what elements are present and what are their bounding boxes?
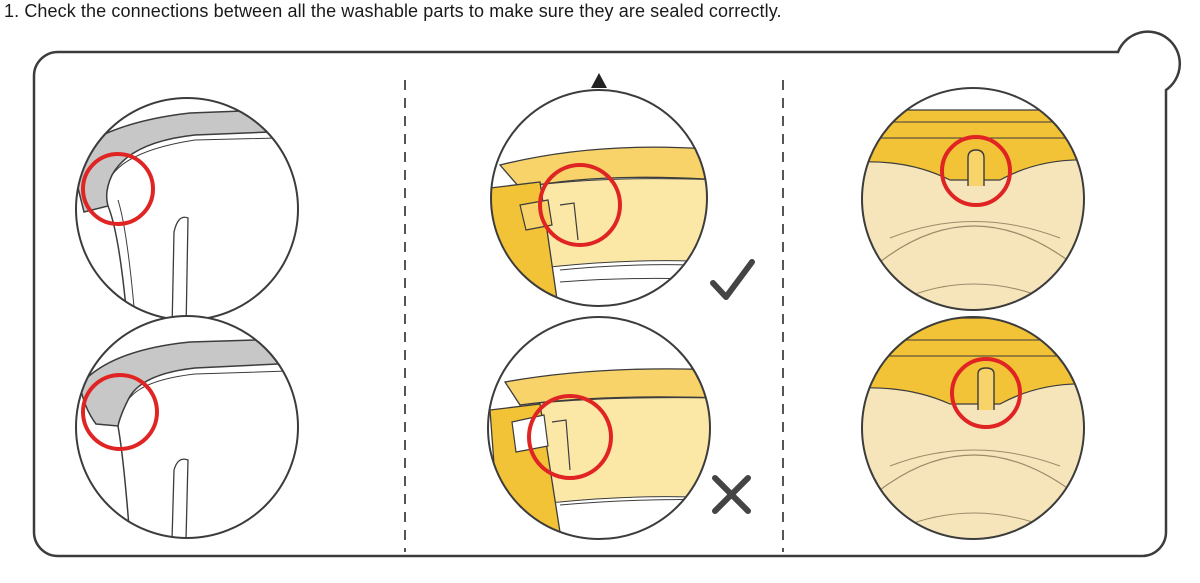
rim-notch-detail-bottom bbox=[861, 316, 1085, 540]
instruction-text: 1. Check the connections between all the… bbox=[4, 1, 782, 21]
checkmark-icon bbox=[710, 259, 755, 300]
gasket-detail-bottom bbox=[75, 315, 299, 539]
cross-icon bbox=[712, 475, 751, 514]
triangle-marker-icon bbox=[591, 73, 607, 88]
highlight-ring bbox=[527, 394, 613, 480]
highlight-ring bbox=[940, 135, 1012, 207]
highlight-ring bbox=[81, 373, 159, 451]
gasket-detail-top bbox=[75, 97, 299, 321]
rim-notch-detail-top bbox=[861, 87, 1085, 311]
panel-frame bbox=[32, 30, 1182, 558]
highlight-ring bbox=[81, 152, 155, 226]
latch-detail-incorrect bbox=[487, 316, 711, 540]
highlight-ring bbox=[538, 163, 622, 247]
latch-detail-correct bbox=[490, 89, 708, 307]
highlight-ring bbox=[950, 357, 1022, 429]
